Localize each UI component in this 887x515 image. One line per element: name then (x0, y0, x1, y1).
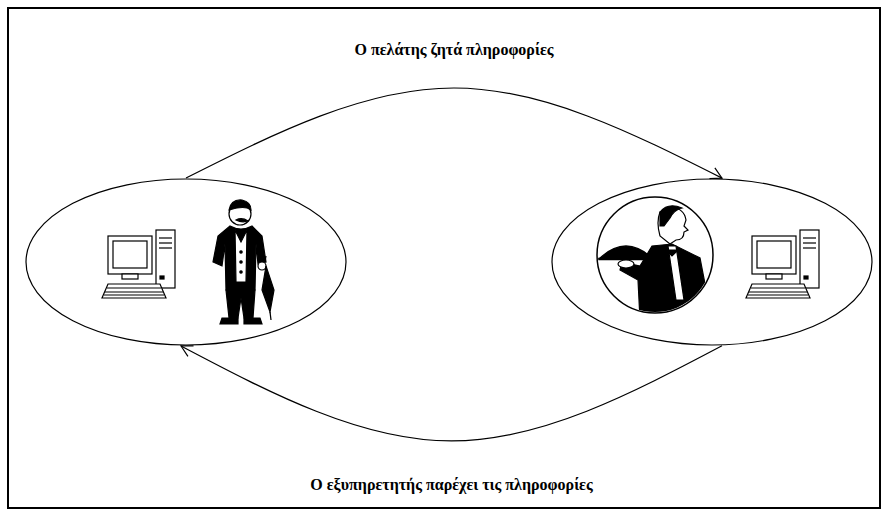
ellipse-outline (25, 178, 347, 346)
computer-icon (102, 230, 175, 298)
client-figure (213, 200, 274, 324)
edge-label: Ο εξυπηρετητής παρέχει τις πληροφορίες (306, 475, 596, 495)
node-ellipse (551, 178, 873, 346)
computer-icon (746, 230, 819, 298)
node-ellipse (25, 178, 347, 346)
edge-label: Ο πελάτης ζητά πληροφορίες (351, 40, 558, 60)
server-figure (596, 197, 713, 320)
arrow-arc (181, 346, 722, 441)
arrow-arc (186, 88, 722, 178)
ellipse-outline (551, 178, 873, 346)
